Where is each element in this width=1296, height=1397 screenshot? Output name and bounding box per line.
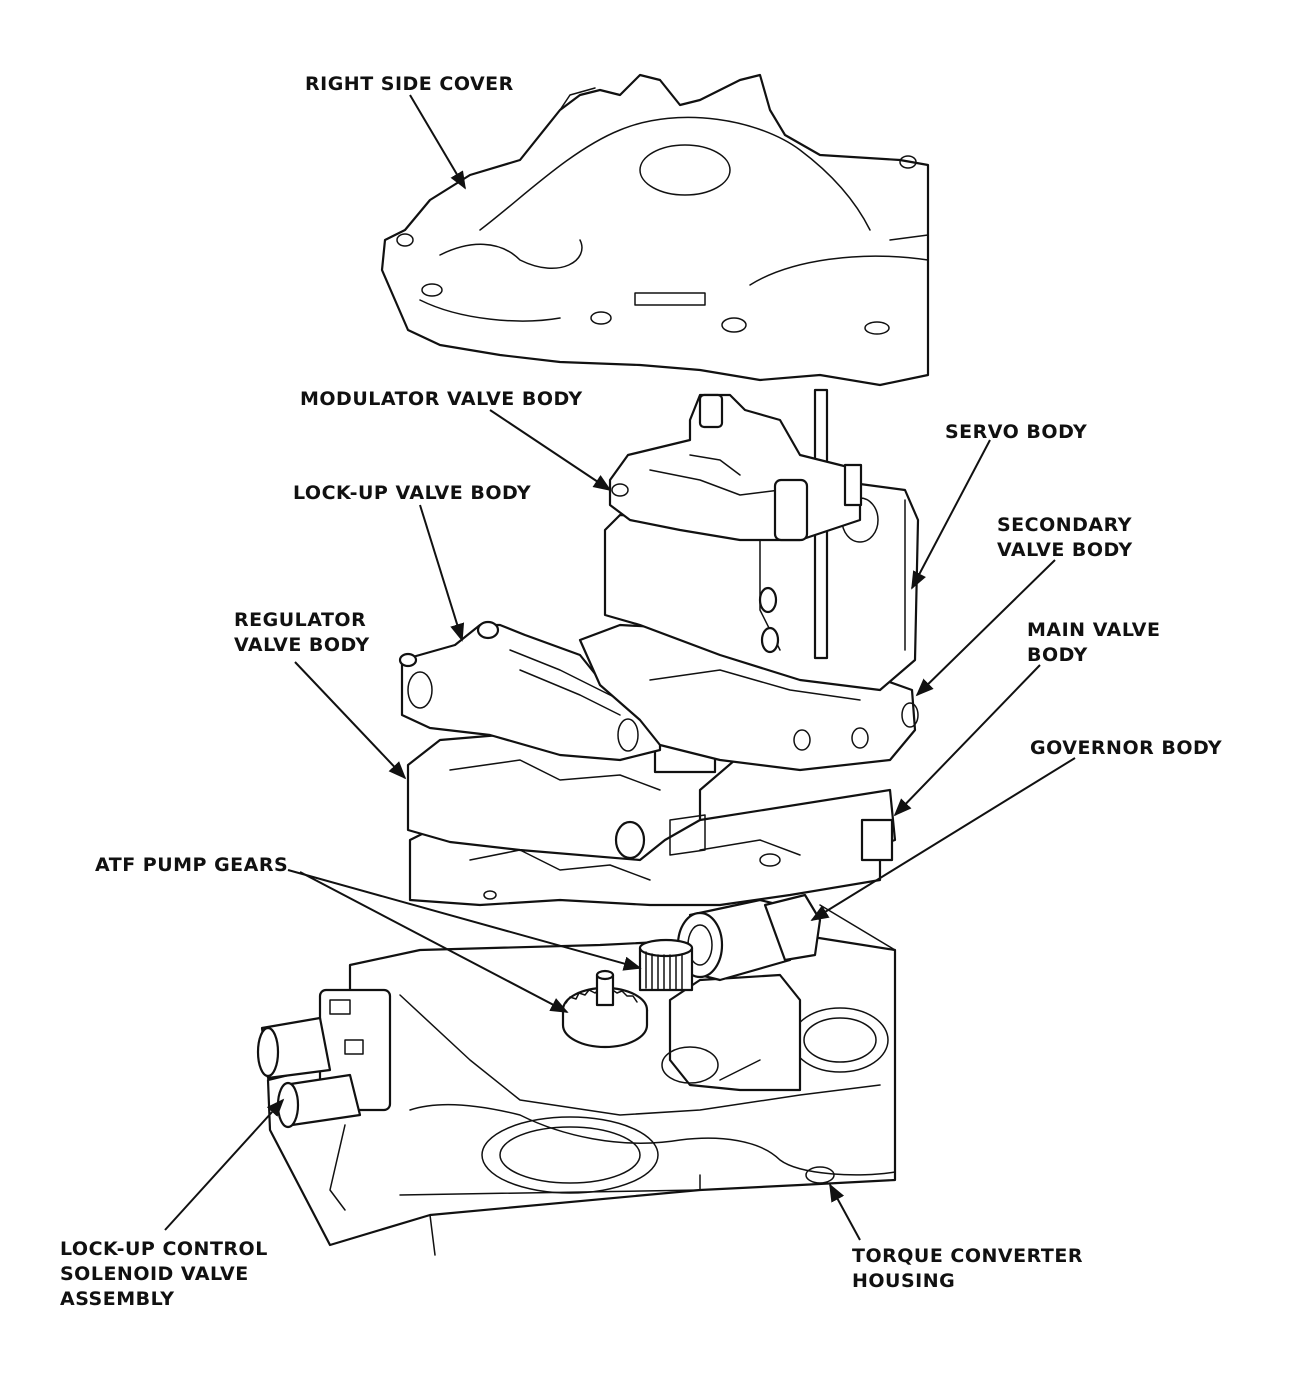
label-secondary-valve-body: SECONDARY VALVE BODY <box>997 514 1133 561</box>
label-torque-converter-housing: TORQUE CONVERTER HOUSING <box>852 1245 1083 1292</box>
modulator-valve-body <box>608 393 863 542</box>
lock-up-solenoid-valve <box>256 988 392 1129</box>
label-servo-body: SERVO BODY <box>945 421 1088 443</box>
label-atf-pump-gears: ATF PUMP GEARS <box>95 854 289 876</box>
label-lock-up-valve-body: LOCK-UP VALVE BODY <box>293 482 532 504</box>
atf-pump-gears <box>561 938 694 1049</box>
label-lock-up-control-solenoid: LOCK-UP CONTROL SOLENOID VALVE ASSEMBLY <box>60 1238 268 1310</box>
leader-lines <box>164 94 1076 1241</box>
label-regulator-valve-body: REGULATOR VALVE BODY <box>234 609 370 656</box>
label-governor-body: GOVERNOR BODY <box>1030 737 1223 759</box>
label-main-valve-body: MAIN VALVE BODY <box>1027 619 1161 666</box>
right-side-cover <box>380 73 930 387</box>
label-right-side-cover: RIGHT SIDE COVER <box>305 73 514 95</box>
label-modulator-valve-body: MODULATOR VALVE BODY <box>300 388 583 410</box>
